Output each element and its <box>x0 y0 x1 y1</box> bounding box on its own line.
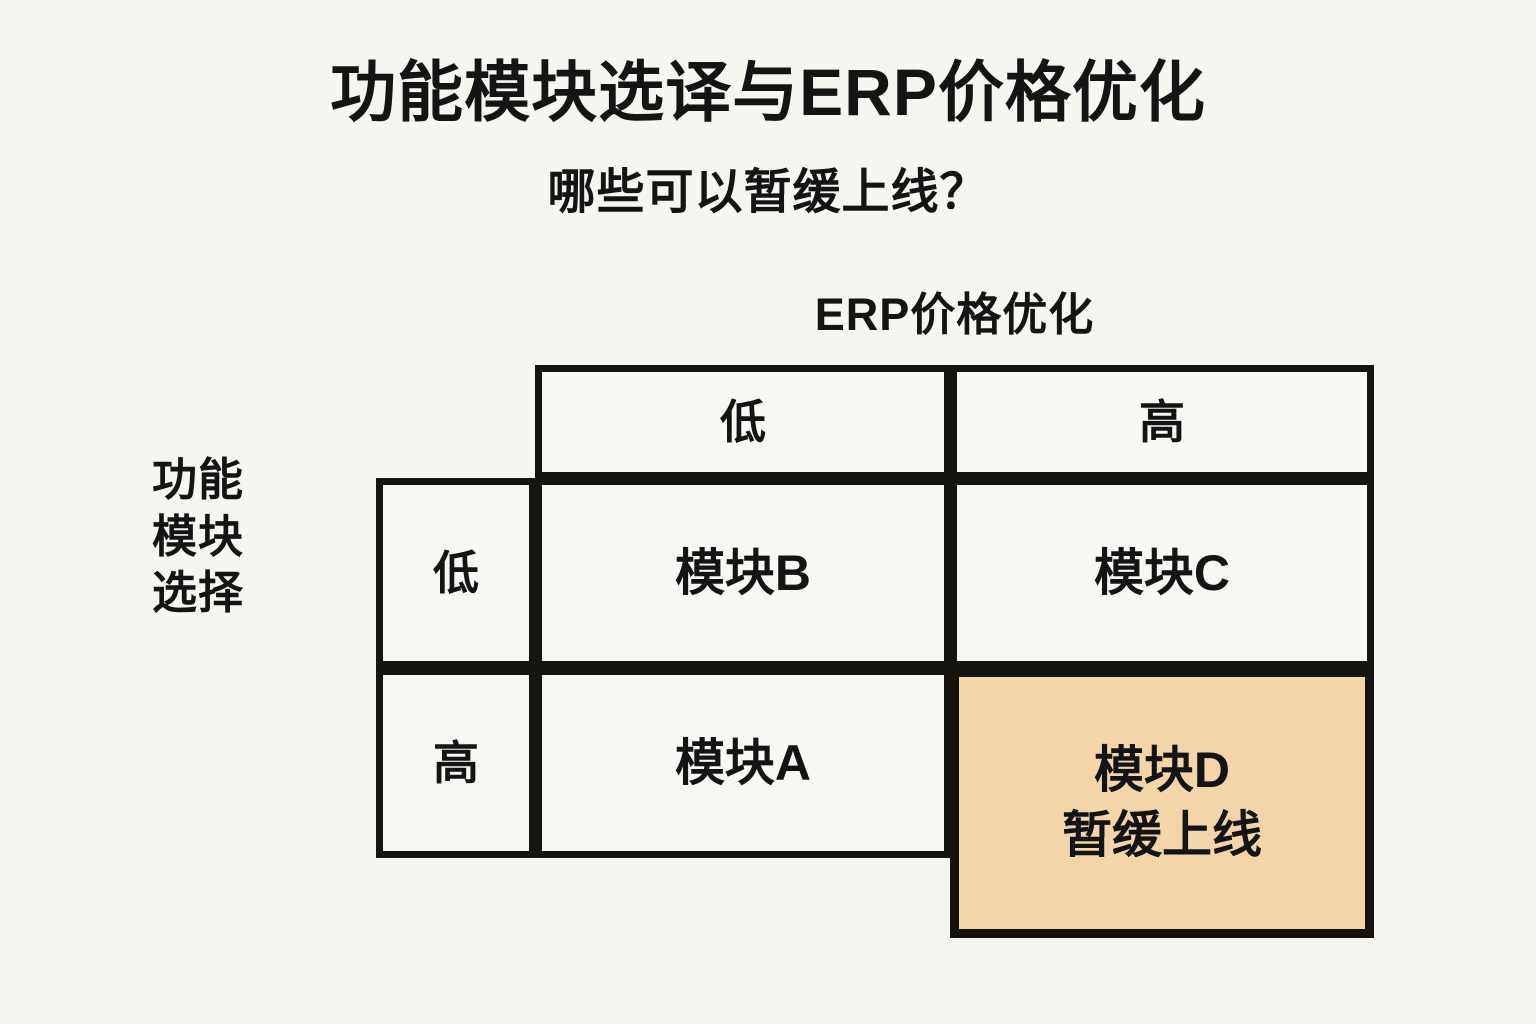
column-header-high: 高 <box>950 365 1374 479</box>
page-subtitle: 哪些可以暂缓上线？ <box>547 166 989 219</box>
row-header-low: 低 <box>376 478 536 668</box>
column-header-low: 低 <box>535 365 951 479</box>
row-axis-title-line-3: 选择 <box>152 567 245 619</box>
row-header-high: 高 <box>376 668 536 858</box>
matrix-cell-low-high: 模块C <box>950 478 1374 668</box>
row-axis-title-line-2: 模块 <box>152 510 245 562</box>
matrix-cell-high-high-highlighted: 模块D 暂缓上线 <box>950 668 1374 938</box>
matrix-cell-high-low: 模块A <box>535 668 951 858</box>
row-axis-title: 功能 模块 选择 <box>152 452 367 622</box>
column-axis-title: ERP价格优化 <box>814 289 1095 340</box>
matrix-cell-low-low: 模块B <box>535 478 951 668</box>
page-title: 功能模块选译与ERP价格优化 <box>330 55 1206 129</box>
matrix-cell-highlighted-note: 暂缓上线 <box>1062 807 1262 863</box>
row-axis-title-line-1: 功能 <box>152 454 245 505</box>
matrix-cell-highlighted-label: 模块D <box>1093 742 1231 798</box>
